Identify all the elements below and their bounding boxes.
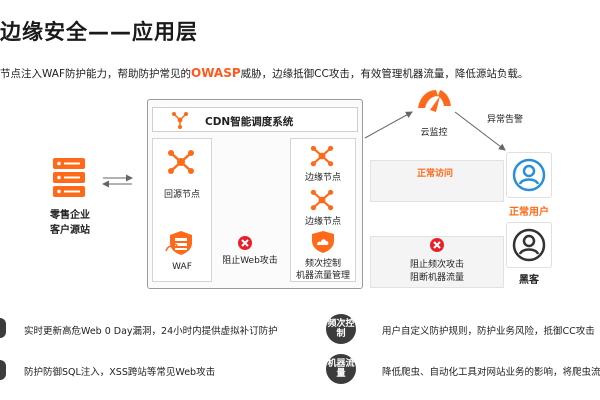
bullet-icon — [0, 360, 6, 380]
cdn-logo-icon — [172, 112, 188, 129]
bot-traffic-badge: 机器流量 — [326, 354, 356, 384]
normal-access-label: 正常访问 — [416, 169, 453, 179]
bottom-left-line-2: 防护防御SQL注入，XSS跨站等常见Web攻击 — [24, 367, 216, 378]
origin-node-icon — [168, 150, 194, 174]
edge-node-icon — [310, 145, 334, 167]
origin-site-label-1: 零售企业 — [50, 210, 90, 221]
block-web-label: 阻止Web攻击 — [222, 256, 278, 266]
page-title: 边缘安全——应用层 — [0, 20, 198, 44]
server-stack-icon — [53, 158, 85, 197]
block-freq-label-2: 阻断机器流量 — [409, 273, 464, 283]
freq-control-badge: 频次控制 — [326, 314, 356, 344]
bottom-left-line-1: 实时更新高危Web 0 Day漏洞，24小时内提供虚拟补订防护 — [24, 326, 278, 337]
edge-node-icon — [310, 189, 334, 211]
arrow-alert-to-user — [454, 111, 506, 151]
arrow-cdn-to-monitor — [364, 111, 413, 139]
bot-traffic-label: 机器流量管理 — [295, 271, 350, 281]
cdn-title: CDN智能调度系统 — [205, 116, 294, 128]
edge-node-label-1: 边缘节点 — [304, 173, 341, 183]
waf-firewall-icon — [165, 231, 192, 255]
normal-user-label: 正常用户 — [509, 207, 549, 218]
origin-node-label: 回源节点 — [163, 190, 200, 200]
page-subtitle: 节点注入WAF防护能力，帮助防护常见的OWASP威胁，边缘抵御CC攻击，有效管理… — [0, 66, 528, 81]
subtitle-text-pre: 节点注入WAF防护能力，帮助防护常见的 — [0, 68, 192, 80]
bottom-right-line-2: 降低爬虫、自动化工具对网站业务的影响，将爬虫流 — [382, 367, 600, 378]
hacker-label: 黑客 — [519, 275, 539, 286]
waf-label: WAF — [172, 262, 192, 272]
origin-site-label-2: 客户源站 — [50, 225, 90, 236]
subtitle-text-post: 威胁，边缘抵御CC攻击，有效管理机器流量，降低源站负载。 — [240, 68, 529, 80]
cloud-monitor-icon — [418, 90, 451, 112]
cloud-monitor-label: 云监控 — [420, 128, 448, 138]
freq-control-label: 频次控制 — [304, 259, 341, 269]
bullet-icon — [0, 318, 6, 338]
edge-nodes-panel — [290, 138, 356, 282]
block-freq-label-1: 阻止频次攻击 — [409, 260, 464, 270]
alert-label: 异常告警 — [486, 115, 523, 125]
block-x-icon — [430, 238, 444, 252]
subtitle-owasp: OWASP — [191, 66, 241, 80]
bottom-right-line-1: 用户自定义防护规则，防护业务风险，抵御CC攻击 — [382, 326, 595, 337]
edge-node-label-2: 边缘节点 — [304, 217, 341, 227]
hacker-icon — [512, 228, 546, 262]
shield-cloud-icon — [312, 231, 334, 253]
block-x-icon — [238, 236, 252, 250]
normal-access-panel — [370, 160, 504, 202]
cdn-header — [152, 107, 358, 132]
user-icon — [512, 158, 546, 192]
